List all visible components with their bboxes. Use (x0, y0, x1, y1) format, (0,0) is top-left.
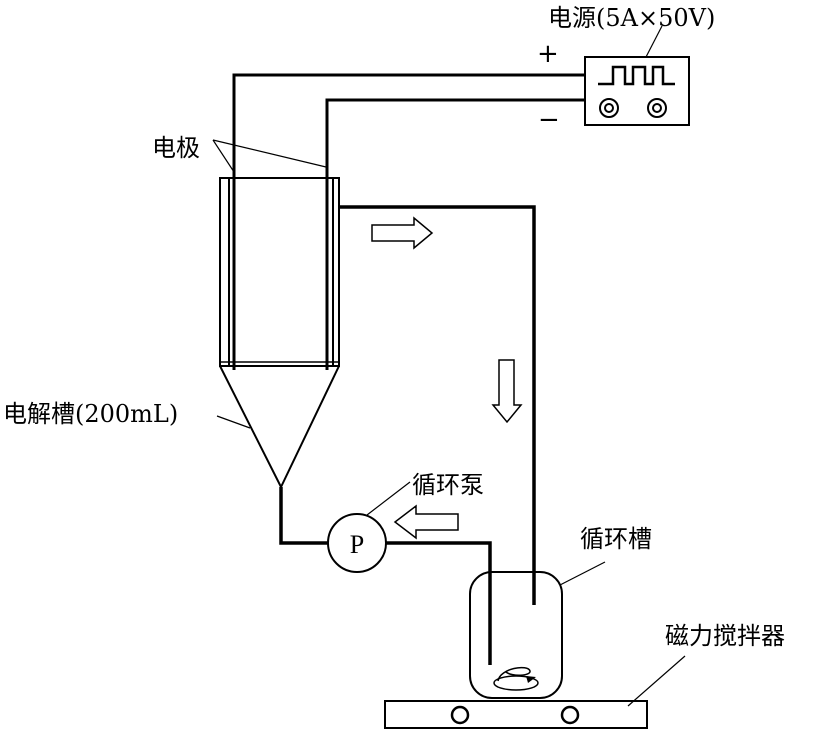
pump-label: 循环泵 (412, 471, 484, 499)
negative-wire (325, 98, 585, 370)
flow-arrow-icon (491, 359, 523, 424)
flow-arrow-icon (371, 216, 434, 250)
magnetic-stirrer (384, 700, 648, 729)
electrode-leader-left (212, 139, 235, 173)
pump-symbol: P (350, 530, 364, 559)
square-wave-icon (598, 65, 675, 86)
power-supply (584, 56, 690, 126)
cell-cone (219, 365, 340, 490)
circulation-pump: P (327, 513, 387, 573)
stirrer-knob-icon (560, 705, 580, 725)
pump-circle (327, 513, 387, 573)
outlet-pipe (339, 205, 536, 605)
magnetic-stirrer-label: 磁力搅拌器 (665, 622, 785, 650)
positive-wire (232, 73, 585, 370)
terminal-knob-icon (647, 98, 667, 118)
positive-sign: + (537, 39, 559, 69)
terminal-knob-icon (599, 98, 619, 118)
cell-leader (216, 415, 251, 429)
inlet-pipe (279, 487, 328, 545)
stirrer-knob-icon (450, 705, 470, 725)
tank-leader (559, 561, 606, 586)
cell-body (219, 177, 340, 367)
negative-sign: − (538, 105, 560, 135)
electrode-label: 电极 (152, 134, 200, 162)
pump-leader (366, 481, 411, 516)
tank-body (469, 571, 563, 699)
stirrer-leader (627, 655, 686, 707)
stirrer-base (384, 700, 648, 729)
circulation-tank (469, 571, 563, 699)
pump-outlet-pipe (385, 541, 492, 665)
power-supply-leader (645, 25, 663, 58)
circulation-tank-label: 循环槽 (580, 525, 652, 553)
electrolytic-cell-label: 电解槽(200mL) (3, 400, 178, 428)
power-supply-label: 电源(5A×50V) (548, 4, 715, 32)
electrolytic-cell (219, 177, 340, 490)
flow-arrow-icon (393, 504, 459, 540)
stir-bar-icon (493, 666, 539, 691)
electrode-leader-right (212, 139, 327, 168)
